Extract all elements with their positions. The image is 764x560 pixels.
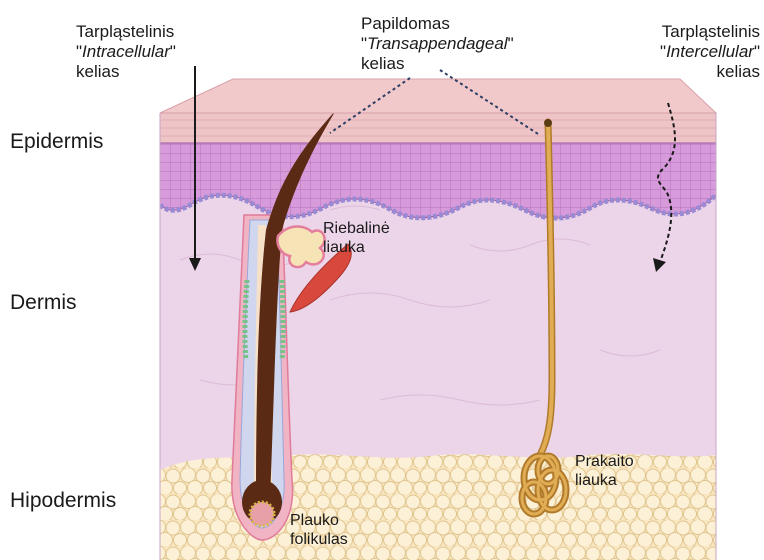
dermis-label: Dermis	[10, 293, 77, 313]
intercellular-route-label: Tarpląstelinis "Intercellular" kelias	[660, 22, 760, 82]
intracellular-route-label: Tarpląstelinis "Intracellular" kelias	[76, 22, 176, 82]
hypodermis-label: Hipodermis	[10, 491, 116, 511]
sweat-gland-label: Prakaito liauka	[575, 452, 634, 490]
epidermis-label: Epidermis	[10, 132, 103, 152]
sebaceous-gland-label: Riebalinė liauka	[323, 219, 390, 257]
skin-top-surface	[160, 79, 716, 113]
transappendageal-route-label: Papildomas "Transappendageal" kelias	[361, 14, 514, 74]
hair-follicle-label: Plauko folikulas	[290, 511, 348, 549]
